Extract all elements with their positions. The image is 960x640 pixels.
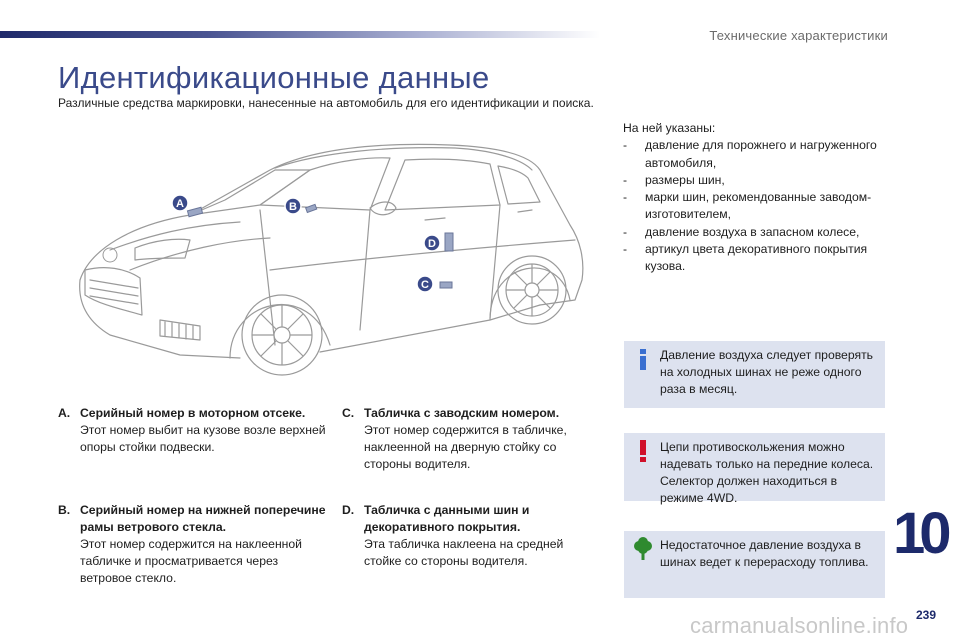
info-icon	[640, 349, 646, 370]
item-text: Эта табличка наклеена на средней стойке …	[364, 537, 564, 568]
page-number: 239	[916, 608, 937, 622]
note-text: Цепи противоскольжения можно надевать то…	[660, 440, 874, 505]
list-item: -марки шин, рекомендованные заводом-изго…	[623, 190, 872, 222]
item-title: Серийный номер в моторном отсеке.	[80, 406, 306, 420]
note-text: Недостаточное давление воздуха в шинах в…	[660, 538, 869, 569]
chapter-title: Технические характеристики	[709, 28, 888, 43]
note-eco: Недостаточное давление воздуха в шинах в…	[624, 531, 885, 598]
list-item: -размеры шин,	[623, 172, 725, 187]
id-item-c: C. Табличка с заводским номером. Этот но…	[342, 405, 602, 473]
list-item: -давление воздуха в запасном колесе,	[623, 224, 860, 239]
svg-text:C: C	[421, 279, 429, 291]
note-text: Давление воздуха следует проверять на хо…	[660, 348, 874, 396]
list-intro: На ней указаны:	[623, 121, 716, 135]
item-letter: B.	[58, 503, 71, 517]
item-text: Этот номер содержится на наклеенной табл…	[80, 537, 302, 585]
id-item-d: D. Табличка с данными шин и декоративног…	[342, 502, 602, 570]
warning-icon	[640, 440, 646, 462]
list-item: -давление для порожнего и нагруженного а…	[623, 138, 877, 170]
id-item-b: B. Серийный номер на нижней поперечине р…	[58, 502, 328, 587]
list-item: -артикул цвета декоративного покрытия ку…	[623, 242, 868, 274]
chapter-number: 10	[893, 501, 951, 566]
svg-text:B: B	[289, 201, 297, 213]
marker-a: A	[171, 194, 189, 212]
item-text: Этот номер выбит на кузове возле верхней…	[80, 423, 326, 454]
note-info: Давление воздуха следует проверять на хо…	[624, 341, 885, 408]
svg-text:D: D	[428, 238, 436, 250]
marker-d: D	[423, 234, 441, 252]
note-warning: Цепи противоскольжения можно надевать то…	[624, 433, 885, 505]
car-illustration: A B C D	[79, 143, 584, 376]
watermark: carmanualsonline.info	[690, 613, 909, 638]
item-letter: A.	[58, 406, 71, 420]
header-gradient-bar	[0, 31, 600, 38]
info-list: -давление для порожнего и нагруженного а…	[623, 137, 893, 275]
tyre-label-info: На ней указаны: -давление для порожнего …	[623, 120, 893, 276]
item-title: Табличка с данными шин и декоративного п…	[364, 503, 530, 534]
item-letter: C.	[342, 406, 355, 420]
tree-icon	[634, 537, 652, 560]
marker-c: C	[416, 275, 434, 293]
item-letter: D.	[342, 503, 355, 517]
item-title: Серийный номер на нижней поперечине рамы…	[80, 503, 326, 534]
page-subtitle: Различные средства маркировки, нанесенны…	[58, 96, 594, 110]
svg-text:A: A	[176, 198, 184, 210]
page-title: Идентификационные данные	[58, 60, 490, 95]
id-item-a: A. Серийный номер в моторном отсеке. Это…	[58, 405, 328, 456]
item-text: Этот номер содержится в табличке, наклее…	[364, 423, 567, 471]
marker-b: B	[284, 197, 302, 215]
item-title: Табличка с заводским номером.	[364, 406, 560, 420]
